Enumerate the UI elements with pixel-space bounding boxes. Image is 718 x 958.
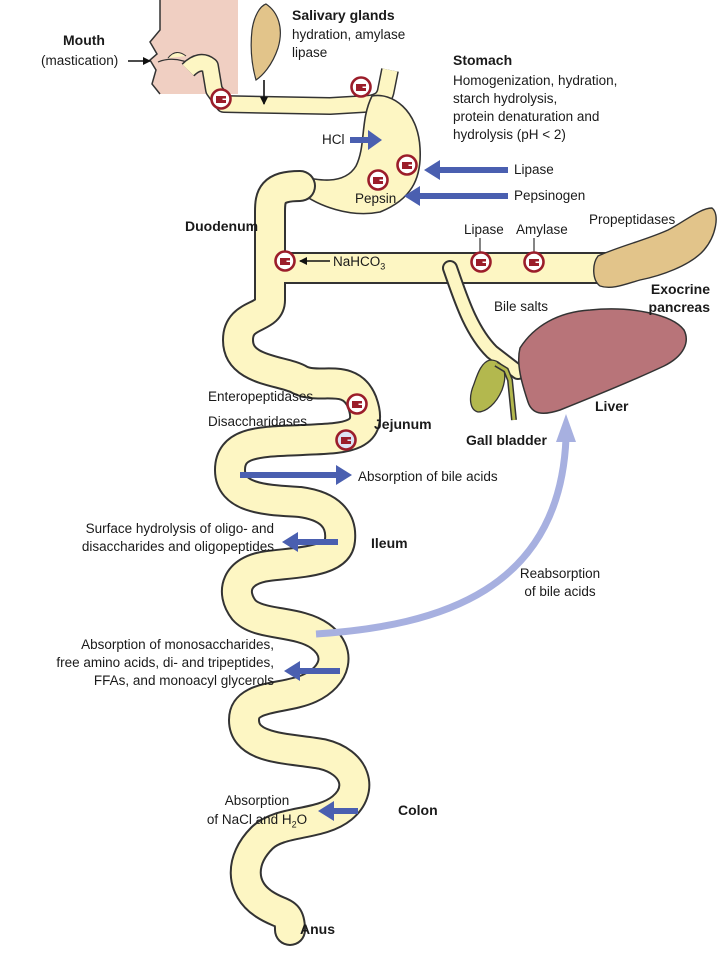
stomach-title: Stomach — [453, 52, 513, 68]
anus-label: Anus — [300, 921, 335, 937]
nacl-label-2: of NaCl and H2O — [206, 812, 308, 830]
stomach-desc-1: Homogenization, hydration, — [453, 73, 618, 88]
mastication-label: (mastication) — [41, 53, 119, 68]
reabsorption-arrow-head — [556, 414, 576, 442]
pepsinogen-arrow — [404, 186, 508, 206]
monosaccharides-label-3: FFAs, and monoacyl glycerols — [93, 673, 274, 688]
bile-salts-label: Bile salts — [494, 299, 549, 314]
hcl-arrow — [350, 130, 382, 150]
reabsorption-label-2: of bile acids — [524, 584, 596, 599]
enzyme-icon — [274, 250, 296, 272]
liver-illustration — [517, 308, 687, 415]
enteropeptidases-label: Enteropeptidases — [208, 389, 314, 404]
head-illustration — [148, 0, 238, 95]
lipase-stomach-arrow — [424, 160, 508, 180]
enzyme-icon — [396, 154, 418, 176]
stomach-desc-3: protein denaturation and — [453, 109, 600, 124]
duodenum-label: Duodenum — [185, 218, 259, 234]
enzyme-icon — [523, 251, 545, 273]
amylase-label: Amylase — [516, 222, 568, 237]
enzyme-icon — [335, 429, 357, 451]
monosaccharides-arrow — [284, 661, 340, 681]
lipase-pancreas-label: Lipase — [464, 222, 504, 237]
gall-bladder-label: Gall bladder — [466, 432, 547, 448]
enzyme-icon — [367, 169, 389, 191]
disaccharidases-label: Disaccharidases — [208, 414, 308, 429]
pancreas-illustration — [593, 207, 717, 289]
surface-hydrolysis-arrow — [282, 532, 338, 552]
nacl-arrow — [318, 801, 358, 821]
enzyme-icon — [346, 393, 368, 415]
reabsorption-label-1: Reabsorption — [519, 566, 601, 581]
salivary-glands-title: Salivary glands — [292, 7, 395, 23]
lipase-stomach-label: Lipase — [514, 162, 554, 177]
nacl-label-1: Absorption — [224, 793, 290, 808]
hcl-label: HCl — [322, 132, 345, 147]
pepsinogen-label: Pepsinogen — [514, 188, 586, 203]
jejunum-label: Jejunum — [374, 416, 432, 432]
pepsin-label: Pepsin — [355, 191, 397, 206]
gall-bladder-illustration — [469, 359, 506, 413]
salivary-gland-illustration — [250, 3, 281, 81]
monosaccharides-label-1: Absorption of monosaccharides, — [81, 637, 274, 652]
enzyme-icon — [350, 76, 372, 98]
mouth-label: Mouth — [63, 32, 105, 48]
surface-hydrolysis-label-2: disaccharides and oligopeptides — [81, 539, 274, 554]
ileum-label: Ileum — [371, 535, 408, 551]
reabsorption-arrow — [315, 437, 570, 638]
salivary-glands-desc-2: lipase — [292, 45, 328, 60]
propeptidases-label: Propeptidases — [589, 212, 676, 227]
nahco3-label: NaHCO3 — [333, 254, 386, 272]
liver-label: Liver — [595, 398, 629, 414]
monosaccharides-label-2: free amino acids, di- and tripeptides, — [56, 655, 274, 670]
surface-hydrolysis-label-1: Surface hydrolysis of oligo- and — [85, 521, 274, 536]
stomach-desc-2: starch hydrolysis, — [453, 91, 558, 106]
enzyme-icon — [210, 88, 232, 110]
enzyme-icon — [470, 251, 492, 273]
absorption-bile-label: Absorption of bile acids — [358, 469, 498, 484]
exocrine-label: Exocrine — [650, 281, 710, 297]
salivary-glands-desc-1: hydration, amylase — [292, 27, 406, 42]
bile-absorption-arrow — [240, 465, 352, 485]
colon-label: Colon — [398, 802, 438, 818]
stomach-desc-4: hydrolysis (pH < 2) — [453, 127, 566, 142]
pancreas-label: pancreas — [648, 299, 710, 315]
